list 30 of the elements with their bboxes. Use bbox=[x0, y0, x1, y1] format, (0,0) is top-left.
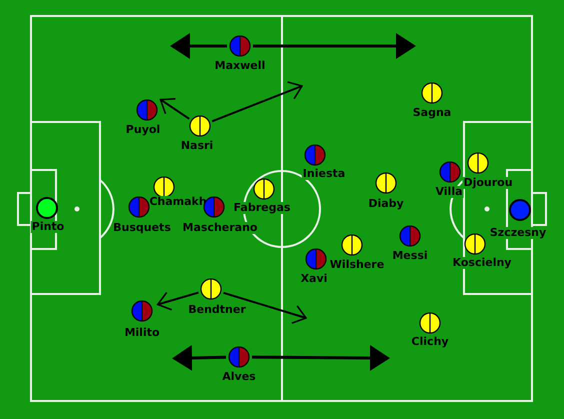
arrow bbox=[160, 98, 190, 120]
arrow bbox=[223, 292, 307, 324]
player-name: Szczesny bbox=[488, 227, 548, 239]
player-name: Bendtner bbox=[187, 304, 247, 316]
arrow bbox=[212, 81, 303, 122]
arrow bbox=[172, 344, 226, 371]
player-name: Pinto bbox=[30, 221, 66, 233]
player-name: Djourou bbox=[462, 177, 514, 189]
player-name: Diaby bbox=[367, 198, 405, 210]
arrow bbox=[252, 344, 390, 371]
player-name: Puyol bbox=[124, 124, 162, 136]
player-name: Koscielny bbox=[452, 257, 512, 269]
player-name: Xavi bbox=[300, 273, 328, 285]
player-name: Maxwell bbox=[214, 60, 266, 72]
player-name: Alves bbox=[221, 371, 257, 383]
player-name: Fabregas bbox=[232, 202, 292, 214]
player-name: Mascherano bbox=[182, 222, 258, 234]
arrow bbox=[253, 33, 416, 59]
player-name: Sagna bbox=[412, 107, 452, 119]
player-name: Messi bbox=[391, 250, 429, 262]
player-name: Villa bbox=[434, 186, 464, 198]
player-name: Wilshere bbox=[328, 259, 386, 271]
player-name: Clichy bbox=[410, 336, 450, 348]
player-name: Busquets bbox=[112, 222, 172, 234]
player-name: Iniesta bbox=[302, 168, 346, 180]
arrow bbox=[170, 33, 227, 59]
player-name: Milito bbox=[123, 327, 161, 339]
player-name: Chamakh bbox=[148, 196, 208, 208]
arrow bbox=[156, 292, 199, 311]
player-name: Nasri bbox=[180, 140, 214, 152]
